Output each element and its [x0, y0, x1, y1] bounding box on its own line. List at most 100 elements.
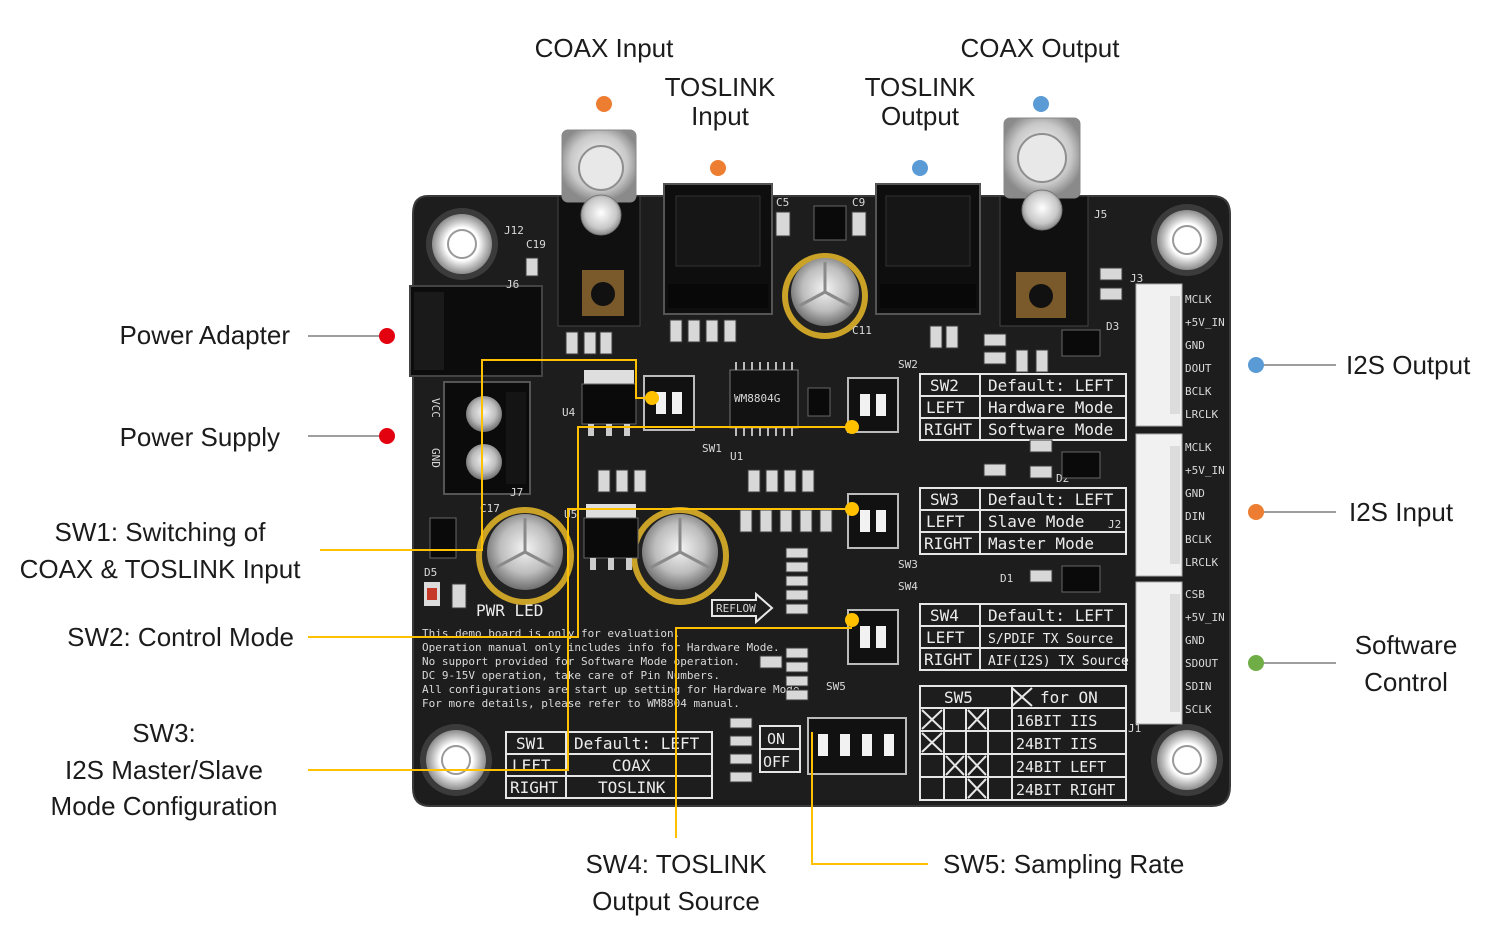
ref-label: J1: [1128, 722, 1141, 735]
header-j2: [1135, 433, 1183, 577]
label-sw3-1: SW3:: [132, 718, 196, 748]
ref-label: D1: [1000, 572, 1013, 585]
ref-label: C9: [852, 196, 865, 209]
sw5-table-header: SW5: [944, 688, 973, 707]
note-line: Operation manual only includes info for …: [422, 641, 780, 654]
sw2-table: [919, 373, 1127, 441]
sw4-table-cell: SW4: [930, 606, 959, 625]
label-coax-input: COAX Input: [534, 33, 674, 63]
ref-label: D5: [424, 566, 437, 579]
pin-label: +5V_IN: [1185, 316, 1225, 329]
sw1-table-cell: COAX: [612, 756, 651, 775]
pins-j3: MCLK +5V_IN GND DOUT BCLK LRCLK: [1185, 293, 1225, 421]
sw2-table-cell: SW2: [930, 376, 959, 395]
label-power-supply: Power Supply: [119, 422, 280, 452]
sw3-table-cell: Slave Mode: [988, 512, 1084, 531]
callout-dots-yellow: [645, 391, 859, 627]
pin-label: CSB: [1185, 588, 1205, 601]
ref-label: C19: [526, 238, 546, 251]
label-sw4-2: Output Source: [592, 886, 760, 916]
mounting-hole-br: [1151, 724, 1223, 796]
label-sw1-2: COAX & TOSLINK Input: [19, 554, 301, 584]
ref-label: C11: [852, 324, 872, 337]
pin-label: LRCLK: [1185, 556, 1218, 569]
label-sw1-1: SW1: Switching of: [54, 517, 266, 547]
pin-label: GND: [1185, 339, 1205, 352]
sw3-table-cell: SW3: [930, 490, 959, 509]
label-i2s-input: I2S Input: [1349, 497, 1454, 527]
sw3-table-cell: LEFT: [926, 512, 965, 531]
smd-components: [451, 211, 1123, 783]
sw3-table-cell: RIGHT: [924, 534, 973, 553]
sw4-table-cell: LEFT: [926, 628, 965, 647]
note-line: DC 9-15V operation, take care of Pin Num…: [422, 669, 720, 682]
i2s-input-dot: [1248, 504, 1264, 520]
pwr-led: [424, 582, 440, 606]
coax-output-jack: [999, 117, 1089, 327]
label-toslink-output-1: TOSLINK: [864, 72, 976, 102]
sw4-table-cell: AIF(I2S) TX Source: [988, 654, 1129, 669]
ref-label: J7: [510, 486, 523, 499]
toslink-input-dot: [710, 160, 726, 176]
regulator-u5: [583, 504, 639, 570]
pin-label: MCLK: [1185, 293, 1212, 306]
pin-label: DIN: [1185, 510, 1205, 523]
label-sw3-3: Mode Configuration: [50, 791, 278, 821]
capacitor-c18: [631, 507, 729, 605]
dip-switch-sw3: [847, 493, 899, 549]
label-i2s-output: I2S Output: [1346, 350, 1471, 380]
sw2-table-cell: RIGHT: [924, 420, 973, 439]
ref-label: J6: [506, 278, 519, 291]
sw1-table: [505, 731, 713, 799]
pin-label: +5V_IN: [1185, 611, 1225, 624]
ref-label: U1: [730, 450, 743, 463]
ref-label: SW3: [898, 558, 918, 571]
pin-label: GND: [1185, 487, 1205, 500]
sw3-table-cell: Master Mode: [988, 534, 1094, 553]
label-software-control-2: Control: [1364, 667, 1448, 697]
ref-label: SW1: [702, 442, 722, 455]
ref-label: C17: [480, 502, 500, 515]
sw5-table-header: for ON: [1040, 688, 1098, 707]
pcb-board: VCC GND: [409, 117, 1231, 807]
mounting-hole-tr: [1151, 204, 1223, 276]
on-off-box: [759, 725, 801, 773]
note-line: For more details, please refer to WM8804…: [422, 697, 740, 710]
pins-j2: MCLK +5V_IN GND DIN BCLK LRCLK: [1185, 441, 1225, 569]
sw4-table: [919, 603, 1127, 671]
label-sw5: SW5: Sampling Rate: [943, 849, 1185, 879]
board-notes: This demo board is only for evaluation. …: [422, 627, 806, 710]
pins-j1: CSB +5V_IN GND SDOUT SDIN SCLK: [1185, 588, 1225, 716]
toslink-output-jack: [875, 183, 981, 315]
software-control-dot: [1248, 655, 1264, 671]
label-toslink-input-1: TOSLINK: [664, 72, 776, 102]
label-sw2: SW2: Control Mode: [67, 622, 294, 652]
pin-label: +5V_IN: [1185, 464, 1225, 477]
label-toslink-output-2: Output: [880, 101, 960, 131]
note-line: This demo board is only for evaluation.: [422, 627, 680, 640]
sw2-table-cell: Default: LEFT: [988, 376, 1114, 395]
ref-label: J5: [1094, 208, 1107, 221]
capacitor-c11: [782, 253, 868, 339]
label-coax-output: COAX Output: [960, 33, 1120, 63]
sw5-table-row: 24BIT LEFT: [1016, 758, 1106, 776]
power-supply-terminal: [443, 381, 531, 495]
ref-label: SW2: [898, 358, 918, 371]
ref-designators: J12 C19 J6 C5 C9 J5 J3 C11 D3 SW2 U4 SW1…: [424, 196, 1143, 735]
reflow-arrow: [711, 591, 774, 625]
power-adapter-dot: [379, 328, 395, 344]
coax-output-dot: [1033, 96, 1049, 112]
pwr-led-label: PWR LED: [476, 601, 543, 620]
sw1-table-cell: Default: LEFT: [574, 734, 700, 753]
ref-label: J12: [504, 224, 524, 237]
sw2-table-cell: Hardware Mode: [988, 398, 1113, 417]
pin-label: LRCLK: [1185, 408, 1218, 421]
wm8804-chip: WM8804G: [729, 362, 799, 436]
pin-label: BCLK: [1185, 533, 1212, 546]
pin-label: BCLK: [1185, 385, 1212, 398]
sw4-table-cell: Default: LEFT: [988, 606, 1114, 625]
off-label: OFF: [763, 753, 790, 771]
ref-label: C5: [776, 196, 789, 209]
reflow-label: REFLOW: [716, 602, 756, 615]
power-adapter-jack: [409, 285, 543, 377]
